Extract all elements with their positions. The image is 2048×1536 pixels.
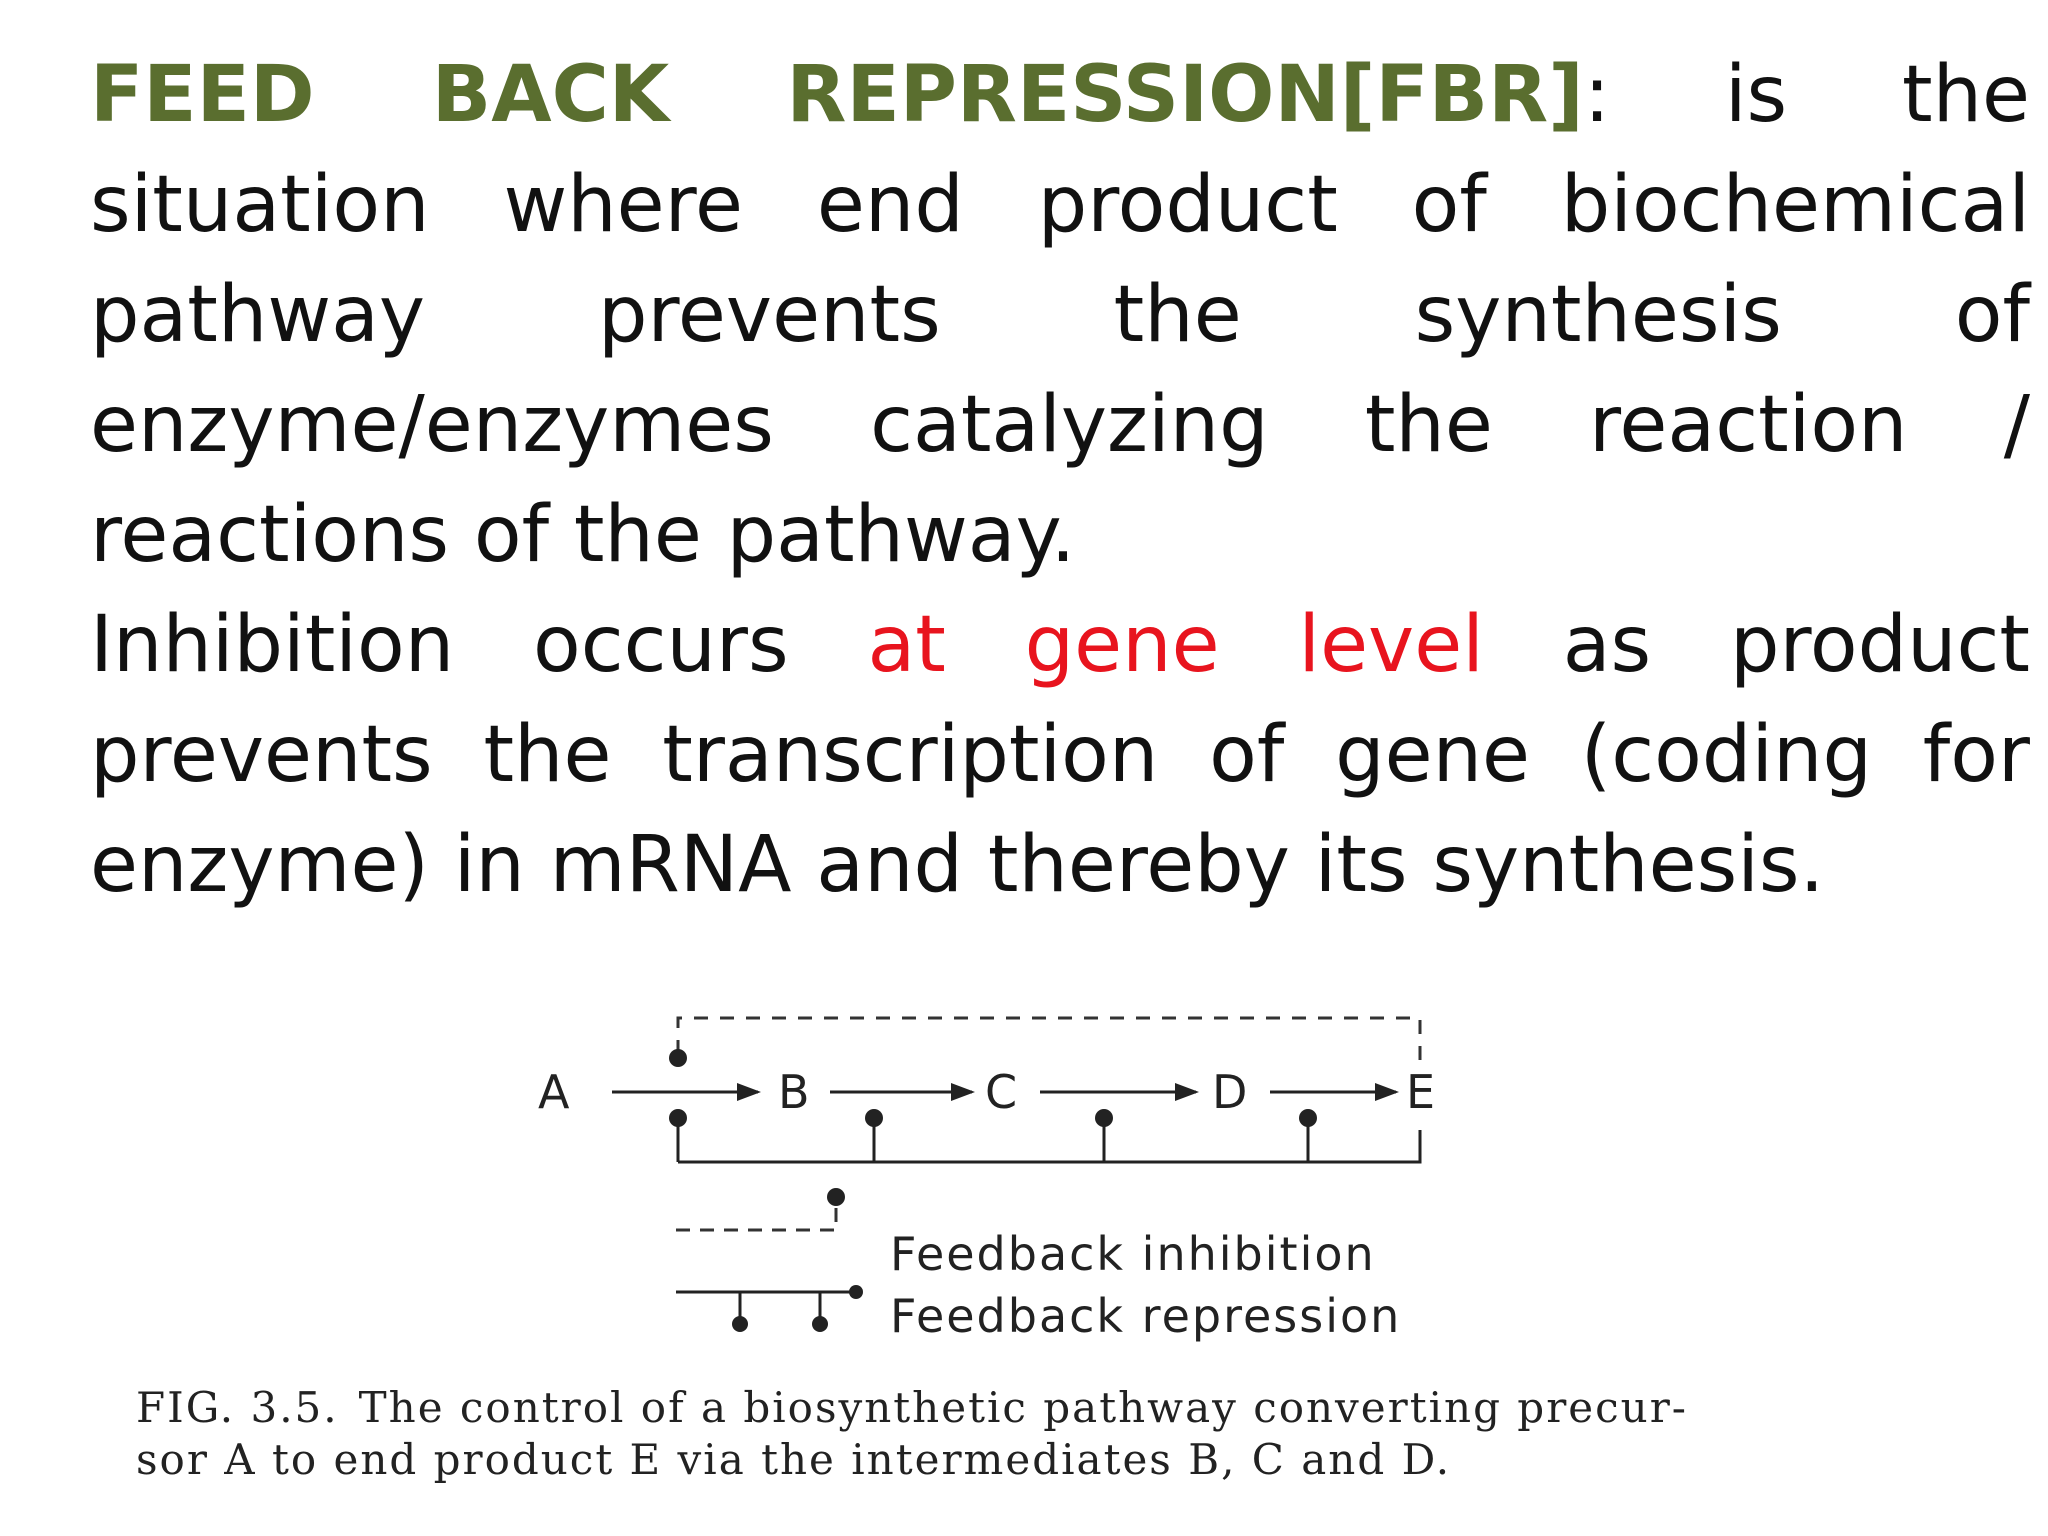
pathway-figure: A B C D E Feedback inhibition [136, 1016, 1688, 1484]
legend-inhibition-knob [827, 1188, 845, 1206]
repression-knob-3 [1095, 1109, 1113, 1127]
repression-knob-2 [865, 1109, 883, 1127]
legend-inhibition-label: Feedback inhibition [890, 1227, 1376, 1281]
figure-caption-text1: The control of a biosynthetic pathway co… [359, 1383, 1688, 1432]
node-b: B [778, 1065, 810, 1119]
inhibition-paragraph: Inhibition occurs at gene level as produ… [90, 590, 2030, 920]
figure-caption-line1: FIG. 3.5. The control of a biosynthetic p… [136, 1383, 1688, 1432]
repression-knobs [669, 1109, 1317, 1127]
term-fbr: FEED BACK REPRESSION[FBR] [90, 50, 1584, 140]
inhibition-knob [669, 1049, 687, 1067]
figure-caption-prefix: FIG. 3.5. [136, 1383, 339, 1432]
node-a: A [538, 1065, 570, 1119]
feedback-inhibition-path [676, 1016, 1422, 1060]
inhibition-text-after: as product prevents the transcription of… [90, 600, 2030, 910]
definition-paragraph: FEED BACK REPRESSION[FBR]: is the situat… [90, 40, 2030, 590]
repression-knob-4 [1299, 1109, 1317, 1127]
legend-inhibition-symbol [676, 1200, 838, 1232]
definition-text: : is the situation where end product of … [90, 50, 2030, 580]
figure-caption-line2: sor A to end product E via the intermedi… [136, 1435, 1451, 1484]
legend-repression-knobs [732, 1285, 863, 1332]
inhibition-text-before: Inhibition occurs [90, 600, 868, 690]
gene-level-highlight: at gene level [867, 600, 1484, 690]
node-e: E [1406, 1065, 1435, 1119]
node-c: C [985, 1065, 1017, 1119]
node-d: D [1212, 1065, 1247, 1119]
repression-knob-1 [669, 1109, 687, 1127]
legend-repression-label: Feedback repression [890, 1289, 1401, 1343]
